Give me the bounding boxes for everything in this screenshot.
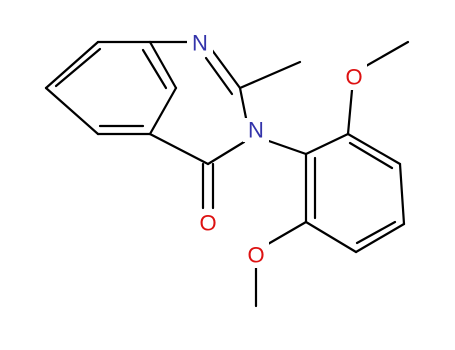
bond — [204, 56, 234, 96]
bond — [44, 40, 100, 90]
atom-label-n1: N — [192, 31, 208, 56]
nitrogen-atom-n1: N — [187, 31, 213, 56]
bond — [238, 86, 248, 120]
bond — [148, 40, 178, 90]
bond — [355, 220, 397, 245]
bond — [304, 132, 350, 156]
nitrogen-atom-n3: N — [243, 118, 269, 143]
bond — [354, 222, 406, 254]
oxygen-atom-methoxy-top: O — [341, 64, 367, 90]
bond — [141, 48, 168, 90]
bond — [364, 40, 410, 68]
bonds — [44, 40, 410, 308]
bond — [148, 132, 210, 166]
bond — [346, 88, 354, 136]
bond — [54, 47, 102, 88]
oxygen-atom-methoxy-bottom: O — [243, 242, 269, 268]
bond — [206, 140, 246, 166]
bond — [148, 86, 178, 136]
atom-label-carbonyl-oxygen: O — [199, 211, 216, 236]
bond — [348, 141, 394, 170]
atom-labels: N N O O O — [187, 31, 367, 268]
bond — [304, 220, 358, 254]
bond — [266, 220, 308, 246]
atom-label-n3: N — [248, 118, 264, 143]
bond — [44, 86, 100, 136]
bond — [238, 60, 302, 90]
bond — [264, 138, 308, 156]
atom-label-methoxy-top-oxygen: O — [345, 65, 362, 90]
oxygen-atom-carbonyl: O — [195, 210, 221, 236]
atom-label-methoxy-bottom-oxygen: O — [247, 243, 264, 268]
bond — [398, 162, 406, 226]
bond — [210, 48, 242, 90]
bond — [346, 132, 402, 166]
